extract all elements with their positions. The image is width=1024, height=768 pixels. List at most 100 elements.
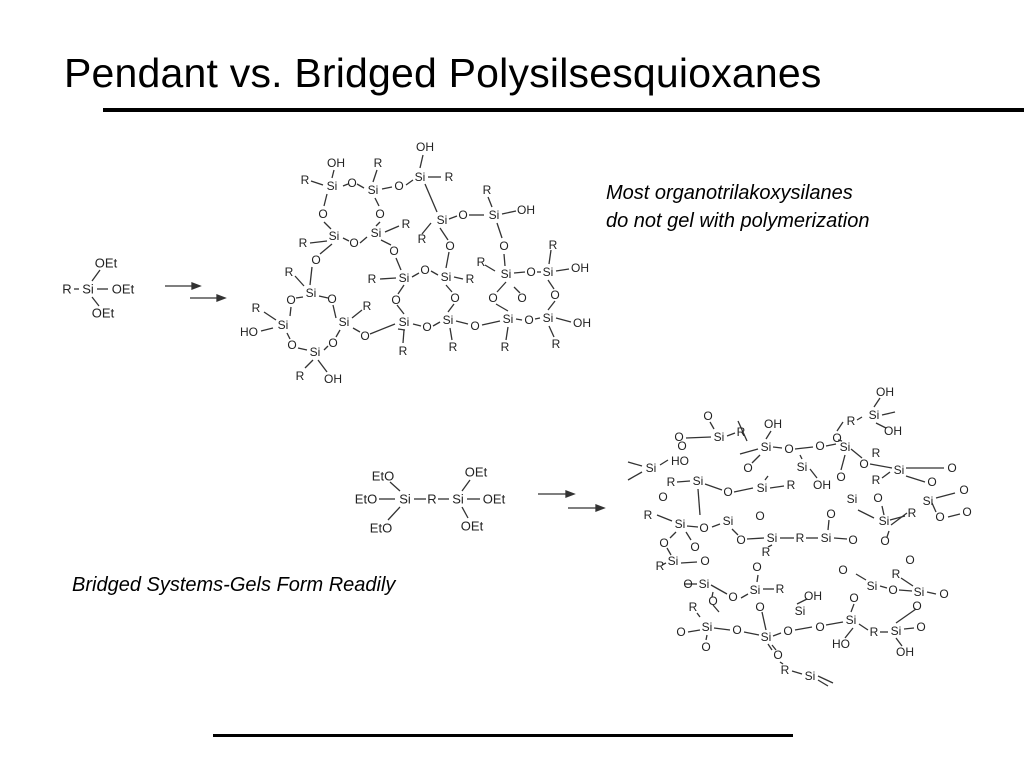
atom-o: O [736,533,745,547]
bond [833,537,848,540]
atom-o: O [873,491,882,505]
atom-o: O [517,291,526,305]
bond [289,306,292,317]
bond [548,325,555,338]
atom-r: R [908,506,917,520]
atom-si: Si [805,669,816,683]
bond [769,485,785,489]
bond [352,327,361,333]
bond [387,506,401,521]
bond [817,679,829,687]
bond [513,286,521,294]
atom-o: O [703,409,712,423]
bond [895,637,903,647]
atom-r: R [418,232,427,246]
bond [767,643,773,651]
atom-o: O [815,620,824,634]
atom-si: Si [757,481,768,495]
arrow-head [565,490,576,498]
slide-title: Pendant vs. Bridged Polysilsesquioxanes [64,50,822,96]
atom-r: R [689,600,698,614]
bond [323,345,329,351]
bond [837,439,843,442]
atom-r: R [399,344,408,358]
bond [791,670,803,675]
atom-si: Si [693,474,704,488]
bond [685,531,692,541]
atom-o: O [422,320,431,334]
atom-o: O [848,533,857,547]
atom-o: O [420,263,429,277]
atom-si: Si [415,170,426,184]
arrow-head [191,282,202,290]
atom-ho: HO [671,454,689,468]
atom-o: O [328,336,337,350]
atom-o: O [701,640,710,654]
bond [809,468,818,479]
atom-oh: OH [896,645,914,659]
atom-oet: OEt [483,492,506,507]
bond [449,327,453,341]
atom-o: O [389,244,398,258]
atom-o: O [550,288,559,302]
atom-r: R [847,414,856,428]
atom-o: O [311,253,320,267]
atom-o: O [445,239,454,253]
atom-si: Si [399,492,411,507]
atom-si: Si [329,229,340,243]
bond [375,221,381,227]
atom-r: R [892,567,901,581]
atom-ho: HO [240,325,258,339]
atom-o: O [499,239,508,253]
bond [295,296,304,299]
bond [487,196,493,208]
atom-o: O [526,265,535,279]
bond [794,626,813,631]
bond [710,584,728,595]
bond [825,443,837,447]
bond [746,537,765,540]
atom-si: Si [761,630,772,644]
atom-si: Si [846,613,857,627]
bond [771,644,777,651]
atom-r: R [62,282,71,297]
atom-r: R [549,238,558,252]
bond [495,303,509,312]
atom-si: Si [399,315,410,329]
atom-o: O [470,319,479,333]
bond [445,251,450,269]
atom-o: O [728,590,737,604]
bond [850,603,855,613]
atom-o: O [699,521,708,535]
atom-si: Si [914,585,925,599]
bond [733,487,754,493]
bond [294,275,305,287]
bond [935,492,956,499]
bond [659,459,669,466]
atom-si: Si [821,531,832,545]
bond [873,397,881,408]
atom-o: O [826,507,835,521]
bond [686,525,699,528]
bond [685,436,712,439]
bond [505,326,509,341]
atom-si: Si [668,554,679,568]
bond [402,329,405,344]
bond [335,329,341,338]
atom-r: R [781,663,790,677]
atom-si: Si [879,514,890,528]
bond [389,481,401,492]
bond [484,264,496,272]
bond [881,411,896,416]
atom-si: Si [702,620,713,634]
bond [881,505,885,516]
bond [91,269,101,282]
bond [534,317,541,320]
bond [323,193,328,207]
bond [825,621,844,626]
atom-o: O [927,475,936,489]
bond [856,416,863,421]
atom-o: O [959,483,968,497]
atom-r: R [374,156,383,170]
